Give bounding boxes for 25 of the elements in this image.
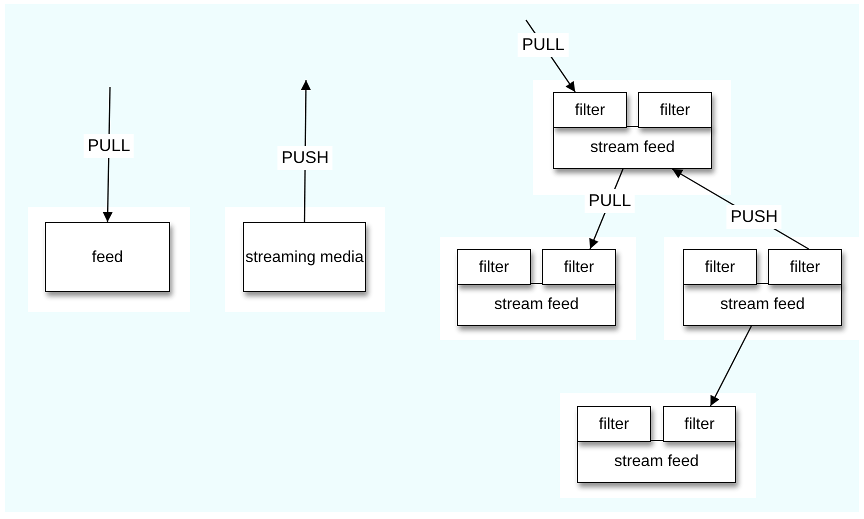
arrow [710, 326, 752, 406]
process-box: filter [553, 92, 627, 128]
process-box: stream feed [683, 283, 842, 326]
edge-label: PULL [84, 134, 134, 158]
edge-label: PUSH [278, 146, 333, 170]
edge-label: PULL [584, 189, 636, 213]
process-box: filter [542, 249, 616, 285]
process-box: filter [683, 249, 757, 285]
arrow [589, 168, 624, 250]
edge-label: PULL [518, 33, 568, 58]
process-box: filter [457, 249, 531, 285]
process-box: stream feed [457, 283, 616, 326]
process-box: streaming media [243, 222, 366, 292]
arrow [672, 168, 810, 250]
arrow [300, 80, 311, 222]
process-box: filter [663, 406, 736, 442]
process-box: filter [638, 92, 712, 128]
process-box: stream feed [577, 440, 736, 483]
process-box: filter [768, 249, 842, 285]
process-box: filter [577, 406, 651, 442]
edge-label: PUSH [726, 205, 782, 229]
arrow [102, 86, 113, 222]
arrow [525, 20, 576, 92]
process-box: feed [45, 222, 170, 292]
process-box: stream feed [553, 126, 712, 169]
